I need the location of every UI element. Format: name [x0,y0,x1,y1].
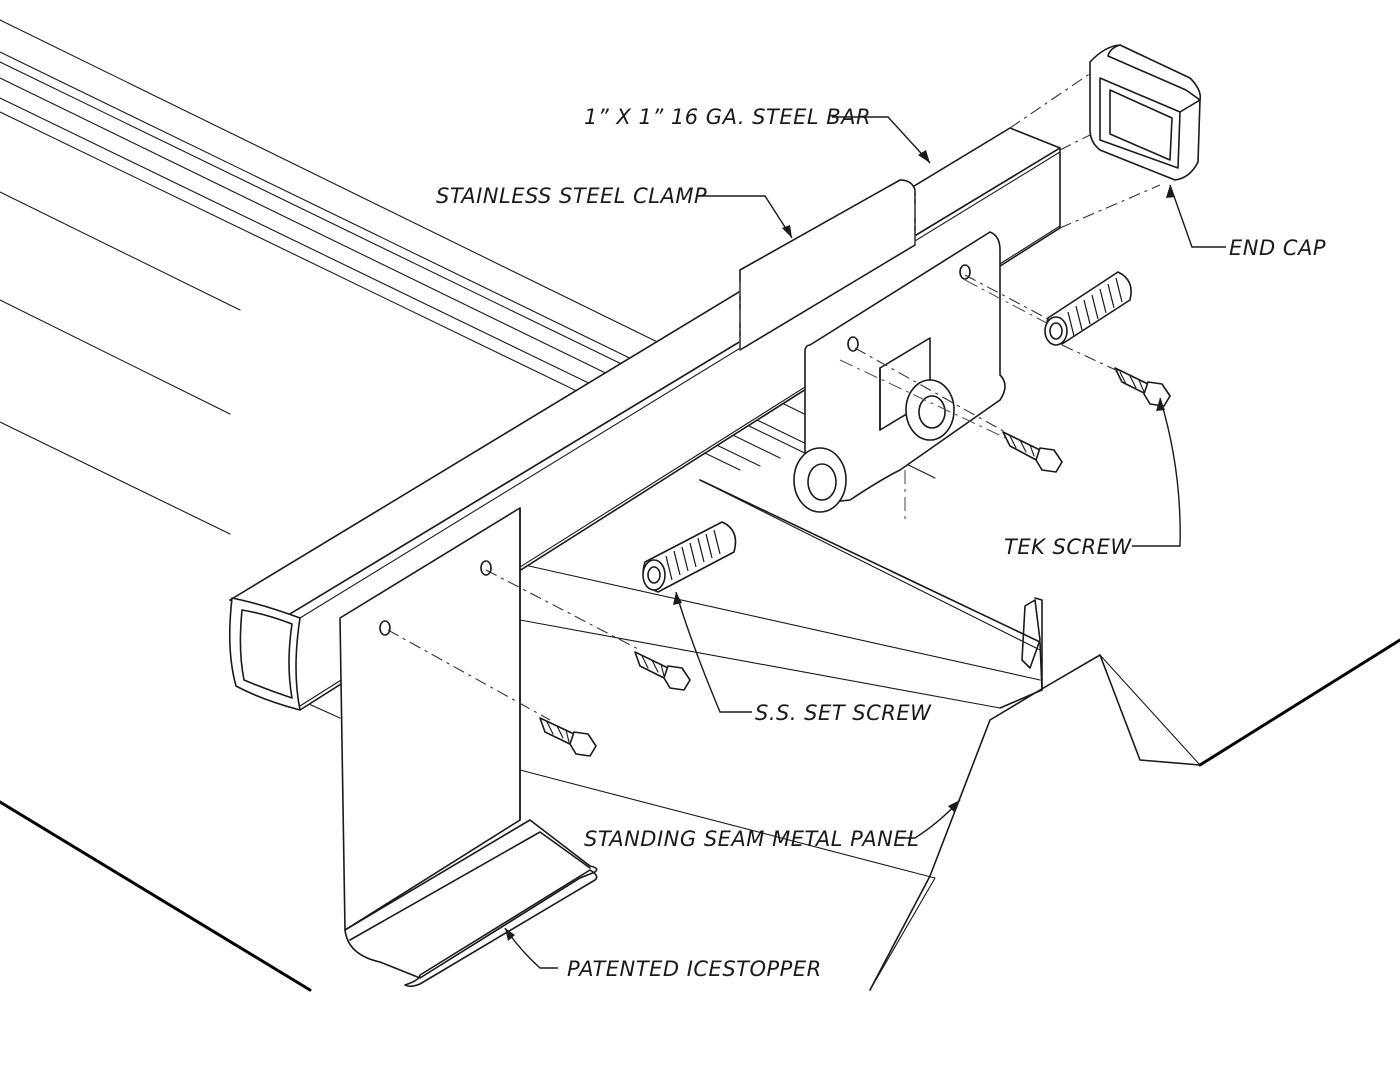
label-steel-bar: 1” X 1” 16 GA. STEEL BAR [584,105,871,129]
tek-screw-3 [634,651,691,691]
set-screw-lower [642,521,737,593]
tek-screw-1 [1114,367,1171,407]
tek-screw-4 [539,717,597,757]
leader-lines [504,116,1226,969]
label-tek-screw: TEK SCREW [1004,535,1132,559]
label-clamp: STAINLESS STEEL CLAMP [436,184,707,208]
label-icestopper: PATENTED ICESTOPPER [567,957,822,981]
set-screw-upper [1044,271,1132,346]
stainless-steel-clamp [739,179,1061,520]
end-cap [1089,44,1202,181]
label-end-cap: END CAP [1229,236,1326,260]
roof-edges [0,638,1400,992]
label-panel: STANDING SEAM METAL PANEL [584,827,919,851]
tek-screw-2 [1002,431,1063,473]
icestopper [339,507,641,988]
roof-panel-lines [0,19,1041,879]
label-set-screw: S.S. SET SCREW [755,701,932,725]
standing-seam-panel [699,479,1201,991]
